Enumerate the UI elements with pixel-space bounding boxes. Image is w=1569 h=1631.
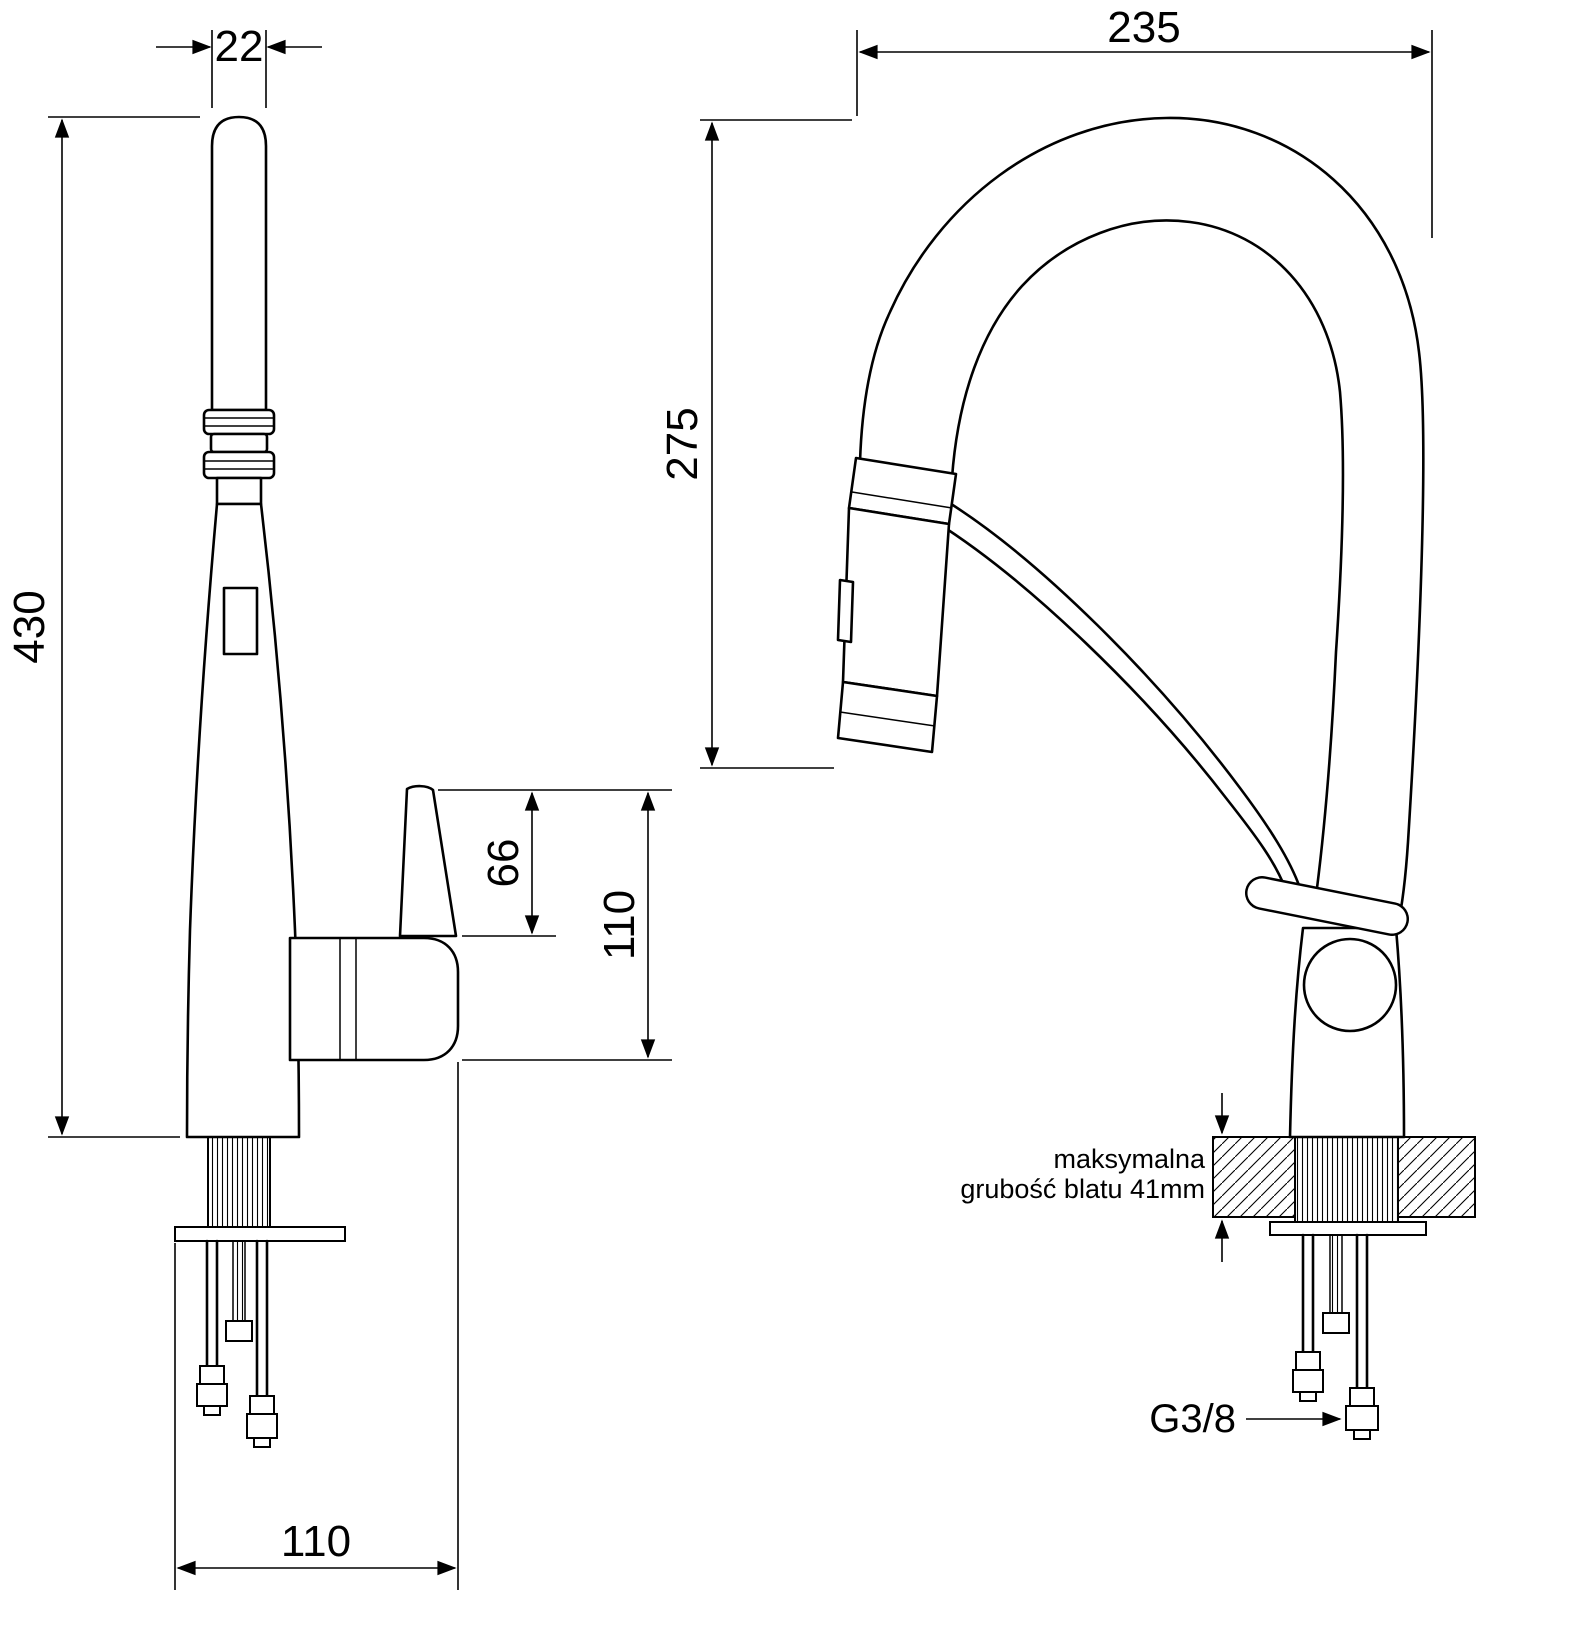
spray-head-ring [839,711,936,727]
hose-tip [203,1405,221,1416]
hose-nut [246,1413,278,1439]
handle-lever [398,784,458,938]
mounting-flange [174,1226,346,1242]
spray-head-button [836,578,855,644]
spout-joint [215,476,263,506]
faucet-body [185,502,301,1139]
spray-head-outlet [836,680,939,754]
hose-tip [1353,1429,1371,1440]
hose-connector [1295,1351,1321,1371]
dim-label-body-height: 110 [595,890,644,960]
hose-connector [199,1365,225,1385]
dim-label-spout-height: 275 [658,407,707,480]
handle-housing [288,936,460,1062]
threaded-shank [207,1136,271,1228]
spout-tube [210,115,268,412]
pulldown-hose [946,500,1302,890]
dim-label-total-height: 430 [5,590,54,663]
spout-inner-curve [950,219,1345,898]
stud-nut [225,1320,253,1342]
aerator-collar [202,408,276,436]
hose-tip [253,1437,271,1448]
hose-nut [1345,1405,1379,1431]
dim-label-spout-width: 22 [215,22,264,71]
hose-tip [1299,1391,1317,1402]
spray-head-body [841,506,951,698]
mounting-flange [1269,1221,1427,1236]
pulldown-hose [934,520,1289,895]
counter-note-line2: grubość blatu 41mm [960,1174,1205,1204]
dim-label-base-width: 110 [281,1517,351,1566]
countertop-slab [1212,1136,1296,1218]
countertop-slab [1397,1136,1476,1218]
spray-head-ring [851,491,953,509]
hose-nut [196,1383,228,1407]
mounting-stud [232,1240,246,1322]
dim-label-spout-reach: 235 [1107,3,1180,52]
hose-connector [249,1395,275,1415]
left-view-side-elevation: 22 [5,22,672,1590]
body-logo-plate [222,586,259,656]
right-view-front-elevation: 235 maksymalna grubość blatu 41mm [658,3,1476,1441]
mounting-stud [1329,1234,1343,1314]
aerator-ring-block [202,450,276,480]
spout-outer-curve [858,116,1425,932]
handle-lever-fill [1247,878,1407,934]
handle-ball-joint [1302,937,1398,1033]
threaded-shank [1294,1136,1399,1223]
stud-nut [1322,1312,1350,1334]
hose-connector [1349,1387,1375,1407]
counter-note-line1: maksymalna [1053,1144,1206,1174]
aerator-neck [209,432,269,454]
dim-label-handle-drop: 66 [479,839,528,888]
thread-size-label: G3/8 [1149,1397,1236,1441]
hose-nut [1292,1369,1324,1393]
